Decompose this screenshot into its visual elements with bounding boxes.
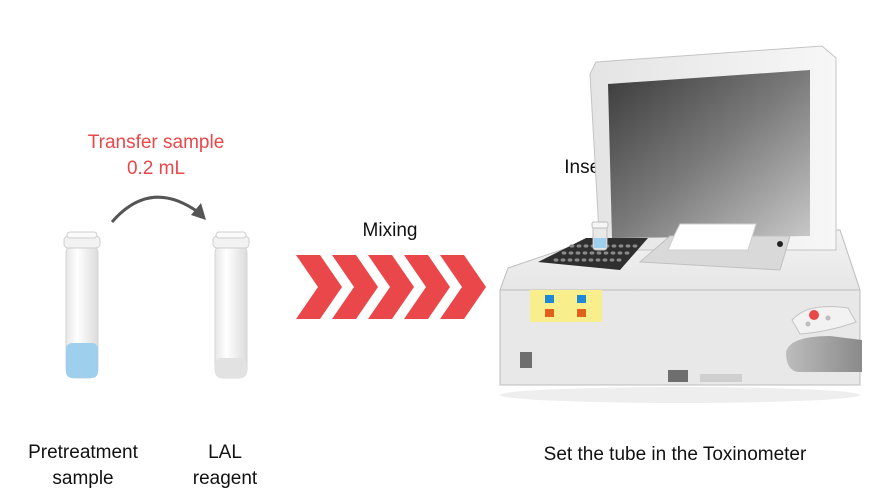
rack-hole [575, 251, 581, 255]
rack-hole [596, 251, 602, 255]
pretreatment-caption-line2: sample [52, 468, 114, 489]
rack-hole [576, 244, 582, 248]
side-control-red-button [809, 310, 819, 320]
indicator-blue-1 [545, 295, 554, 303]
mixing-chevrons [296, 255, 486, 319]
transfer-label-line1: Transfer sample [87, 132, 225, 153]
mixing-chevron [332, 255, 378, 319]
rack-hole [624, 251, 630, 255]
rack-hole [602, 258, 608, 262]
mixing-chevron [404, 255, 450, 319]
printer-paper [667, 223, 757, 251]
rack-hole [583, 244, 589, 248]
rack-hole [603, 251, 609, 255]
transfer-label-line2: 0.2 mL [126, 158, 186, 179]
rack-hole [560, 258, 566, 262]
pretreatment-tube [63, 231, 101, 379]
rack-hole [595, 258, 601, 262]
rack-hole [611, 244, 617, 248]
rack-hole [561, 251, 567, 255]
lal-caption: LAL reagent [180, 440, 270, 492]
front-slot-left [520, 352, 532, 368]
mixing-chevron [296, 255, 342, 319]
rack-hole [617, 251, 623, 255]
transfer-arrow [110, 195, 199, 223]
indicator-blue-2 [577, 295, 586, 303]
front-vent [700, 374, 742, 382]
lal-tube [212, 231, 250, 379]
rack-hole [588, 258, 594, 262]
rack-hole [616, 258, 622, 262]
rack-hole [553, 258, 559, 262]
rack-hole [625, 244, 631, 248]
indicator-panel [530, 290, 602, 322]
pretreatment-caption-line1: Pretreatment [28, 442, 138, 463]
rack-hole [581, 258, 587, 262]
toxinometer [499, 45, 862, 403]
indicator-orange-2 [577, 309, 586, 317]
side-control [791, 306, 857, 335]
rack-hole [574, 258, 580, 262]
mixing-chevron [440, 255, 486, 319]
power-dot [777, 241, 783, 247]
front-slot-right [668, 370, 688, 382]
rack-hole [568, 251, 574, 255]
rack-hole [567, 258, 573, 262]
rack-hole [632, 244, 638, 248]
transfer-label: Transfer sample 0.2 mL [68, 130, 244, 182]
pretreatment-liquid [66, 343, 98, 378]
rack-hole [589, 251, 595, 255]
monitor-screen [608, 70, 810, 238]
pretreatment-caption: Pretreatment sample [8, 440, 158, 492]
rack-hole [610, 251, 616, 255]
mixing-label: Mixing [362, 220, 418, 241]
rack-hole [582, 251, 588, 255]
lal-caption-line2: reagent [192, 468, 258, 489]
lal-caption-line1: LAL [208, 442, 242, 463]
transfer-arrowhead [191, 203, 206, 220]
rack-hole [609, 258, 615, 262]
inserted-tube [591, 221, 609, 251]
side-handle [786, 336, 862, 372]
toxinometer-caption: Set the tube in the Toxinometer [543, 444, 807, 465]
mixing-chevron [368, 255, 414, 319]
rack-hole [569, 244, 575, 248]
indicator-orange-1 [545, 309, 554, 317]
rack-hole [618, 244, 624, 248]
